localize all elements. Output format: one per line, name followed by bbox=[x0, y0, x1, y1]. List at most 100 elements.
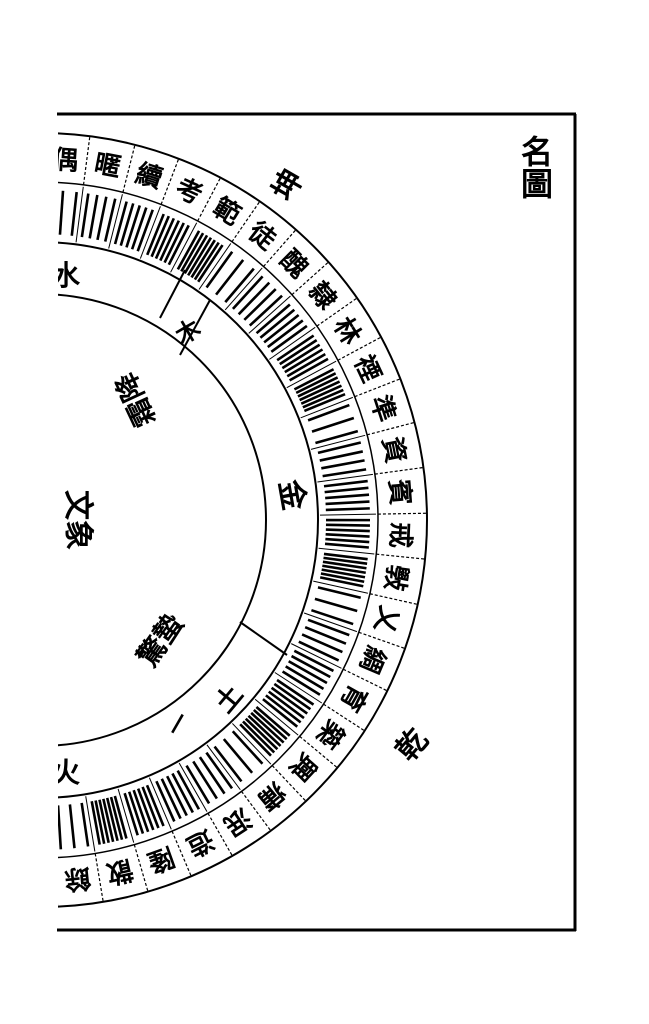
left-edge-upper: 水 bbox=[52, 259, 81, 292]
tally-bar bbox=[259, 308, 296, 339]
tally-bar bbox=[132, 789, 150, 833]
bar-divider bbox=[178, 762, 208, 812]
bar-divider bbox=[254, 698, 299, 736]
tally-bar bbox=[255, 303, 291, 335]
tally-bar bbox=[224, 267, 255, 303]
bar-divider bbox=[300, 396, 354, 419]
tally-bar bbox=[231, 275, 264, 310]
tally-bar bbox=[183, 234, 209, 274]
ring-name: 築 bbox=[309, 713, 351, 754]
tally-bar bbox=[109, 796, 124, 840]
ring-divider bbox=[197, 177, 222, 222]
tally-bar bbox=[321, 459, 365, 470]
tally-bar bbox=[311, 608, 354, 626]
tally-bar bbox=[171, 772, 194, 814]
outer-circle bbox=[58, 132, 428, 908]
top-box-left bbox=[159, 269, 186, 319]
ring-name: 賓 bbox=[383, 477, 416, 506]
tally-bar bbox=[285, 665, 325, 691]
tally-bar bbox=[102, 798, 115, 843]
ring-divider bbox=[171, 830, 192, 877]
tally-bar bbox=[88, 194, 99, 239]
tally-bar bbox=[288, 660, 328, 685]
ring-divider bbox=[377, 512, 427, 515]
tally-bar bbox=[239, 723, 272, 757]
tally-bar bbox=[325, 523, 370, 527]
tally-bar bbox=[286, 353, 326, 378]
bar-divider bbox=[318, 547, 375, 555]
tally-bar bbox=[325, 493, 370, 500]
tally-bar bbox=[160, 778, 182, 820]
tally-bar bbox=[127, 791, 145, 834]
tally-bar bbox=[317, 441, 362, 455]
bar-ring-inner-circle bbox=[58, 241, 319, 799]
ring-divider bbox=[241, 790, 272, 832]
tally-bar bbox=[281, 343, 321, 370]
tally-bar bbox=[322, 560, 367, 570]
ring-name: 隸 bbox=[302, 277, 342, 317]
ring-divider bbox=[82, 136, 91, 185]
tally-bar bbox=[98, 799, 110, 844]
ring-name: 泯 bbox=[218, 802, 256, 841]
tally-bar bbox=[180, 232, 205, 272]
tally-bar bbox=[193, 241, 220, 281]
tally-bar bbox=[231, 730, 264, 765]
tally-bar bbox=[80, 193, 90, 238]
tally-bar bbox=[303, 392, 346, 413]
ring-name: 醜 bbox=[274, 245, 314, 285]
inner-mark-label: 一 bbox=[162, 708, 196, 740]
tally-bar bbox=[304, 625, 347, 645]
top-direction-label: 坤 bbox=[266, 164, 311, 207]
tally-bar bbox=[325, 533, 370, 538]
tally-bar bbox=[243, 288, 277, 321]
tally-bar bbox=[96, 196, 108, 241]
ring-divider bbox=[323, 703, 365, 732]
tally-bar bbox=[325, 500, 370, 506]
bar-divider bbox=[232, 723, 272, 765]
ring-divider bbox=[374, 466, 424, 475]
ring-divider bbox=[94, 853, 104, 902]
ring-name: 乂 bbox=[368, 603, 404, 637]
ring-divider bbox=[337, 336, 382, 361]
tally-bar bbox=[263, 314, 300, 344]
tally-bar bbox=[252, 708, 288, 741]
tally-bar bbox=[70, 191, 78, 236]
tally-bar bbox=[320, 572, 365, 584]
tally-bar bbox=[136, 788, 155, 831]
tally-bar bbox=[270, 686, 308, 715]
tally-bar bbox=[244, 717, 279, 751]
ring-name: 資 bbox=[376, 434, 410, 465]
tally-bar bbox=[322, 468, 367, 478]
tally-bar bbox=[324, 542, 369, 549]
tally-bar bbox=[297, 376, 339, 398]
bottom-box-divider bbox=[239, 621, 288, 656]
ring-name: 禋 bbox=[348, 351, 386, 387]
tally-bar bbox=[324, 486, 369, 494]
tally-bar bbox=[123, 792, 139, 836]
bar-divider bbox=[224, 267, 263, 311]
tally-bar bbox=[319, 576, 364, 588]
tally-bar bbox=[222, 738, 254, 774]
tally-bar bbox=[290, 654, 331, 679]
tally-bar bbox=[167, 224, 190, 266]
tally-bar bbox=[317, 586, 362, 599]
top-box-right bbox=[179, 299, 211, 356]
tally-bar bbox=[215, 259, 245, 296]
tally-bar bbox=[146, 213, 165, 256]
ring-divider bbox=[358, 631, 406, 650]
inner-circle bbox=[58, 293, 267, 747]
tally-bar bbox=[311, 416, 355, 433]
ring-divider bbox=[366, 421, 415, 436]
tally-bar bbox=[237, 281, 271, 316]
tally-bar bbox=[166, 775, 188, 817]
tally-bar bbox=[300, 384, 342, 405]
ring-name: 林 bbox=[327, 312, 366, 350]
tally-bar bbox=[150, 215, 170, 258]
tally-bar bbox=[119, 203, 135, 247]
ring-divider bbox=[376, 553, 426, 560]
tally-bar bbox=[323, 552, 368, 561]
bar-divider bbox=[317, 473, 373, 483]
bar-divider bbox=[117, 788, 135, 843]
tally-bar bbox=[125, 205, 142, 248]
